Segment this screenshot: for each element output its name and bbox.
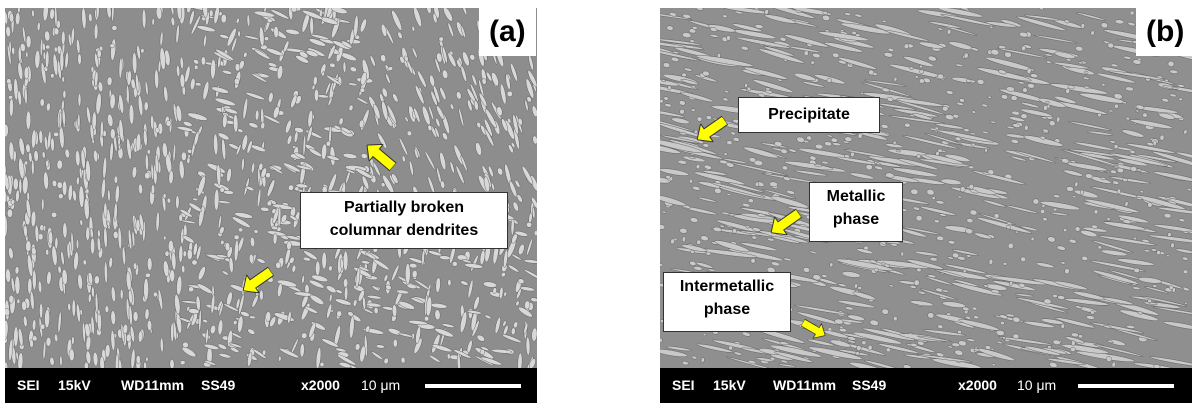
sample-label: SS49 <box>852 377 887 393</box>
label-precipitate: Precipitate <box>738 97 880 133</box>
mode-label: SEI <box>672 377 695 393</box>
working-distance-label: WD11mm <box>773 377 837 393</box>
label-metallic-line1: Metallic <box>826 188 886 205</box>
sem-image-a <box>5 8 537 368</box>
arrow-icon <box>696 115 729 143</box>
scale-bar <box>425 384 521 388</box>
scale-bar <box>1078 384 1174 388</box>
magnification-label: x2000 <box>301 377 340 393</box>
voltage-label: 15kV <box>58 377 91 393</box>
label-metallic-line2: phase <box>832 211 880 228</box>
panel-label-b: (b) <box>1136 8 1192 56</box>
arrow-icon <box>770 208 803 236</box>
label-intermetallic-phase: Intermetallic phase <box>663 272 791 332</box>
annotation-dendrites-line1: Partially broken <box>343 199 465 216</box>
sem-info-bar-a: SEI 15kV WD11mm SS49 x2000 10 μm <box>5 368 537 403</box>
micrograph-panel-a: (a) Partially broken columnar dendrites … <box>5 8 537 403</box>
sem-image-b <box>660 8 1192 368</box>
micrograph-panel-b: (b) Precipitate Metallic phase Intermeta… <box>660 8 1192 403</box>
mode-label: SEI <box>17 377 40 393</box>
working-distance-label: WD11mm <box>121 377 185 393</box>
label-metallic-phase: Metallic phase <box>809 182 903 242</box>
sem-info-bar-b: SEI 15kV WD11mm SS49 x2000 10 μm <box>660 368 1192 403</box>
scale-label: 10 μm <box>361 377 401 393</box>
arrow-icon <box>366 143 397 172</box>
voltage-label: 15kV <box>713 377 746 393</box>
label-precipitate-text: Precipitate <box>768 106 850 123</box>
magnification-label: x2000 <box>958 377 997 393</box>
scale-label: 10 μm <box>1017 377 1057 393</box>
annotation-dendrites: Partially broken columnar dendrites <box>300 192 508 249</box>
label-intermetallic-line1: Intermetallic <box>679 278 775 295</box>
panel-label-a: (a) <box>479 8 536 56</box>
label-intermetallic-line2: phase <box>703 301 751 318</box>
arrow-icon <box>242 266 275 294</box>
sample-label: SS49 <box>201 377 236 393</box>
arrow-icon <box>800 318 826 339</box>
annotation-dendrites-line2: columnar dendrites <box>329 222 479 239</box>
